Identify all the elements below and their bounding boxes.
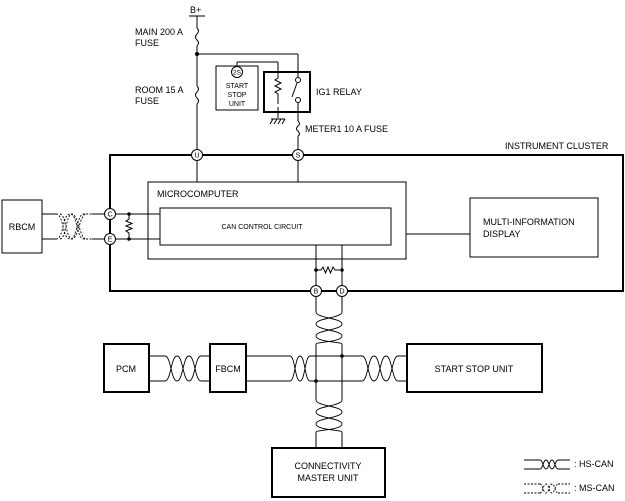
room-fuse-label-line1: ROOM 15 A	[135, 85, 184, 95]
pin-u-label: U	[194, 153, 199, 160]
pin-s-label: S	[296, 153, 301, 160]
pin-2s-label: 2S	[233, 70, 242, 77]
relay-contact-bottom	[295, 97, 301, 103]
hs-can-bus-vertical	[314, 297, 344, 448]
pin-e-label: E	[108, 237, 113, 244]
pin-e	[104, 233, 116, 245]
instrument-cluster: INSTRUMENT CLUSTER U S MICROCOMPUTER CAN…	[104, 141, 624, 297]
pin-b-label: B	[314, 289, 319, 296]
start-stop-unit-label: START STOP UNIT	[435, 364, 514, 374]
connectivity-master-unit-box	[271, 447, 386, 498]
legend-ms-can-label: : MS-CAN	[574, 483, 615, 493]
start-stop-small-line2: STOP	[228, 92, 247, 99]
pcm-label: PCM	[116, 364, 136, 374]
termination-resistor-ms	[124, 214, 134, 238]
pin-b	[310, 285, 322, 297]
cmu-label-line2: MASTER UNIT	[297, 473, 359, 483]
legend: : HS-CAN : MS-CAN	[524, 459, 615, 494]
room-fuse-label-line2: FUSE	[135, 96, 159, 106]
ground-icon	[269, 118, 286, 125]
pcm-box	[103, 343, 150, 393]
ig1-relay-label: IG1 RELAY	[316, 87, 362, 97]
legend-hs-can-symbol	[524, 459, 570, 470]
pin-c	[104, 208, 116, 220]
junction-e	[127, 237, 131, 241]
start-stop-unit-small	[215, 65, 259, 111]
meter-fuse-label: METER1 10 A FUSE	[305, 124, 388, 134]
pin-d	[336, 285, 348, 297]
legend-hs-can-label: : HS-CAN	[574, 459, 614, 469]
hs-can-bus-horizontal	[149, 355, 407, 382]
pin-u	[191, 149, 203, 161]
meter-fuse	[296, 120, 300, 137]
main-fuse-label-line1: MAIN 200 A	[135, 27, 183, 37]
rbcm-label: RBCM	[9, 222, 36, 232]
start-stop-small-line3: UNIT	[229, 101, 246, 108]
main-fuse-label-line2: FUSE	[135, 38, 159, 48]
pin-s	[292, 149, 304, 161]
relay-contact-top	[295, 77, 301, 83]
display-label-line1: MULTI-INFORMATION	[483, 217, 575, 227]
room-fuse	[195, 85, 199, 105]
pin-d-label: D	[339, 289, 344, 296]
can-control-circuit-label: CAN CONTROL CIRCUIT	[221, 224, 303, 231]
legend-ms-can-symbol	[524, 483, 570, 494]
can-control-circuit-box	[159, 207, 392, 246]
display-label-line2: DISPLAY	[483, 229, 520, 239]
power-section: B+ MAIN 200 A FUSE ROOM 15 A FUSE 2S STA…	[135, 5, 388, 150]
main-fuse	[195, 27, 199, 47]
microcomputer-title: MICROCOMPUTER	[157, 189, 239, 199]
fbcm-box	[209, 343, 247, 393]
start-stop-unit-box	[406, 343, 543, 393]
b-plus-label: B+	[190, 5, 201, 15]
multi-information-display-box	[469, 197, 599, 258]
fbcm-label: FBCM	[215, 364, 241, 374]
ms-can-bus-rbcm	[42, 213, 104, 240]
ig1-relay-box	[263, 71, 311, 113]
termination-resistor-hs	[316, 265, 340, 275]
cmu-label-line1: CONNECTIVITY	[294, 461, 361, 471]
pin-c-label: C	[107, 212, 112, 219]
instrument-cluster-title: INSTRUMENT CLUSTER	[505, 141, 609, 151]
relay-coil	[273, 74, 283, 104]
rbcm-box	[1, 199, 43, 254]
pin-2s-circle	[231, 66, 243, 78]
relay-switch-arm	[291, 82, 298, 98]
start-stop-small-line1: START	[226, 83, 249, 90]
junction-d	[340, 268, 344, 272]
instrument-cluster-box	[109, 154, 624, 292]
